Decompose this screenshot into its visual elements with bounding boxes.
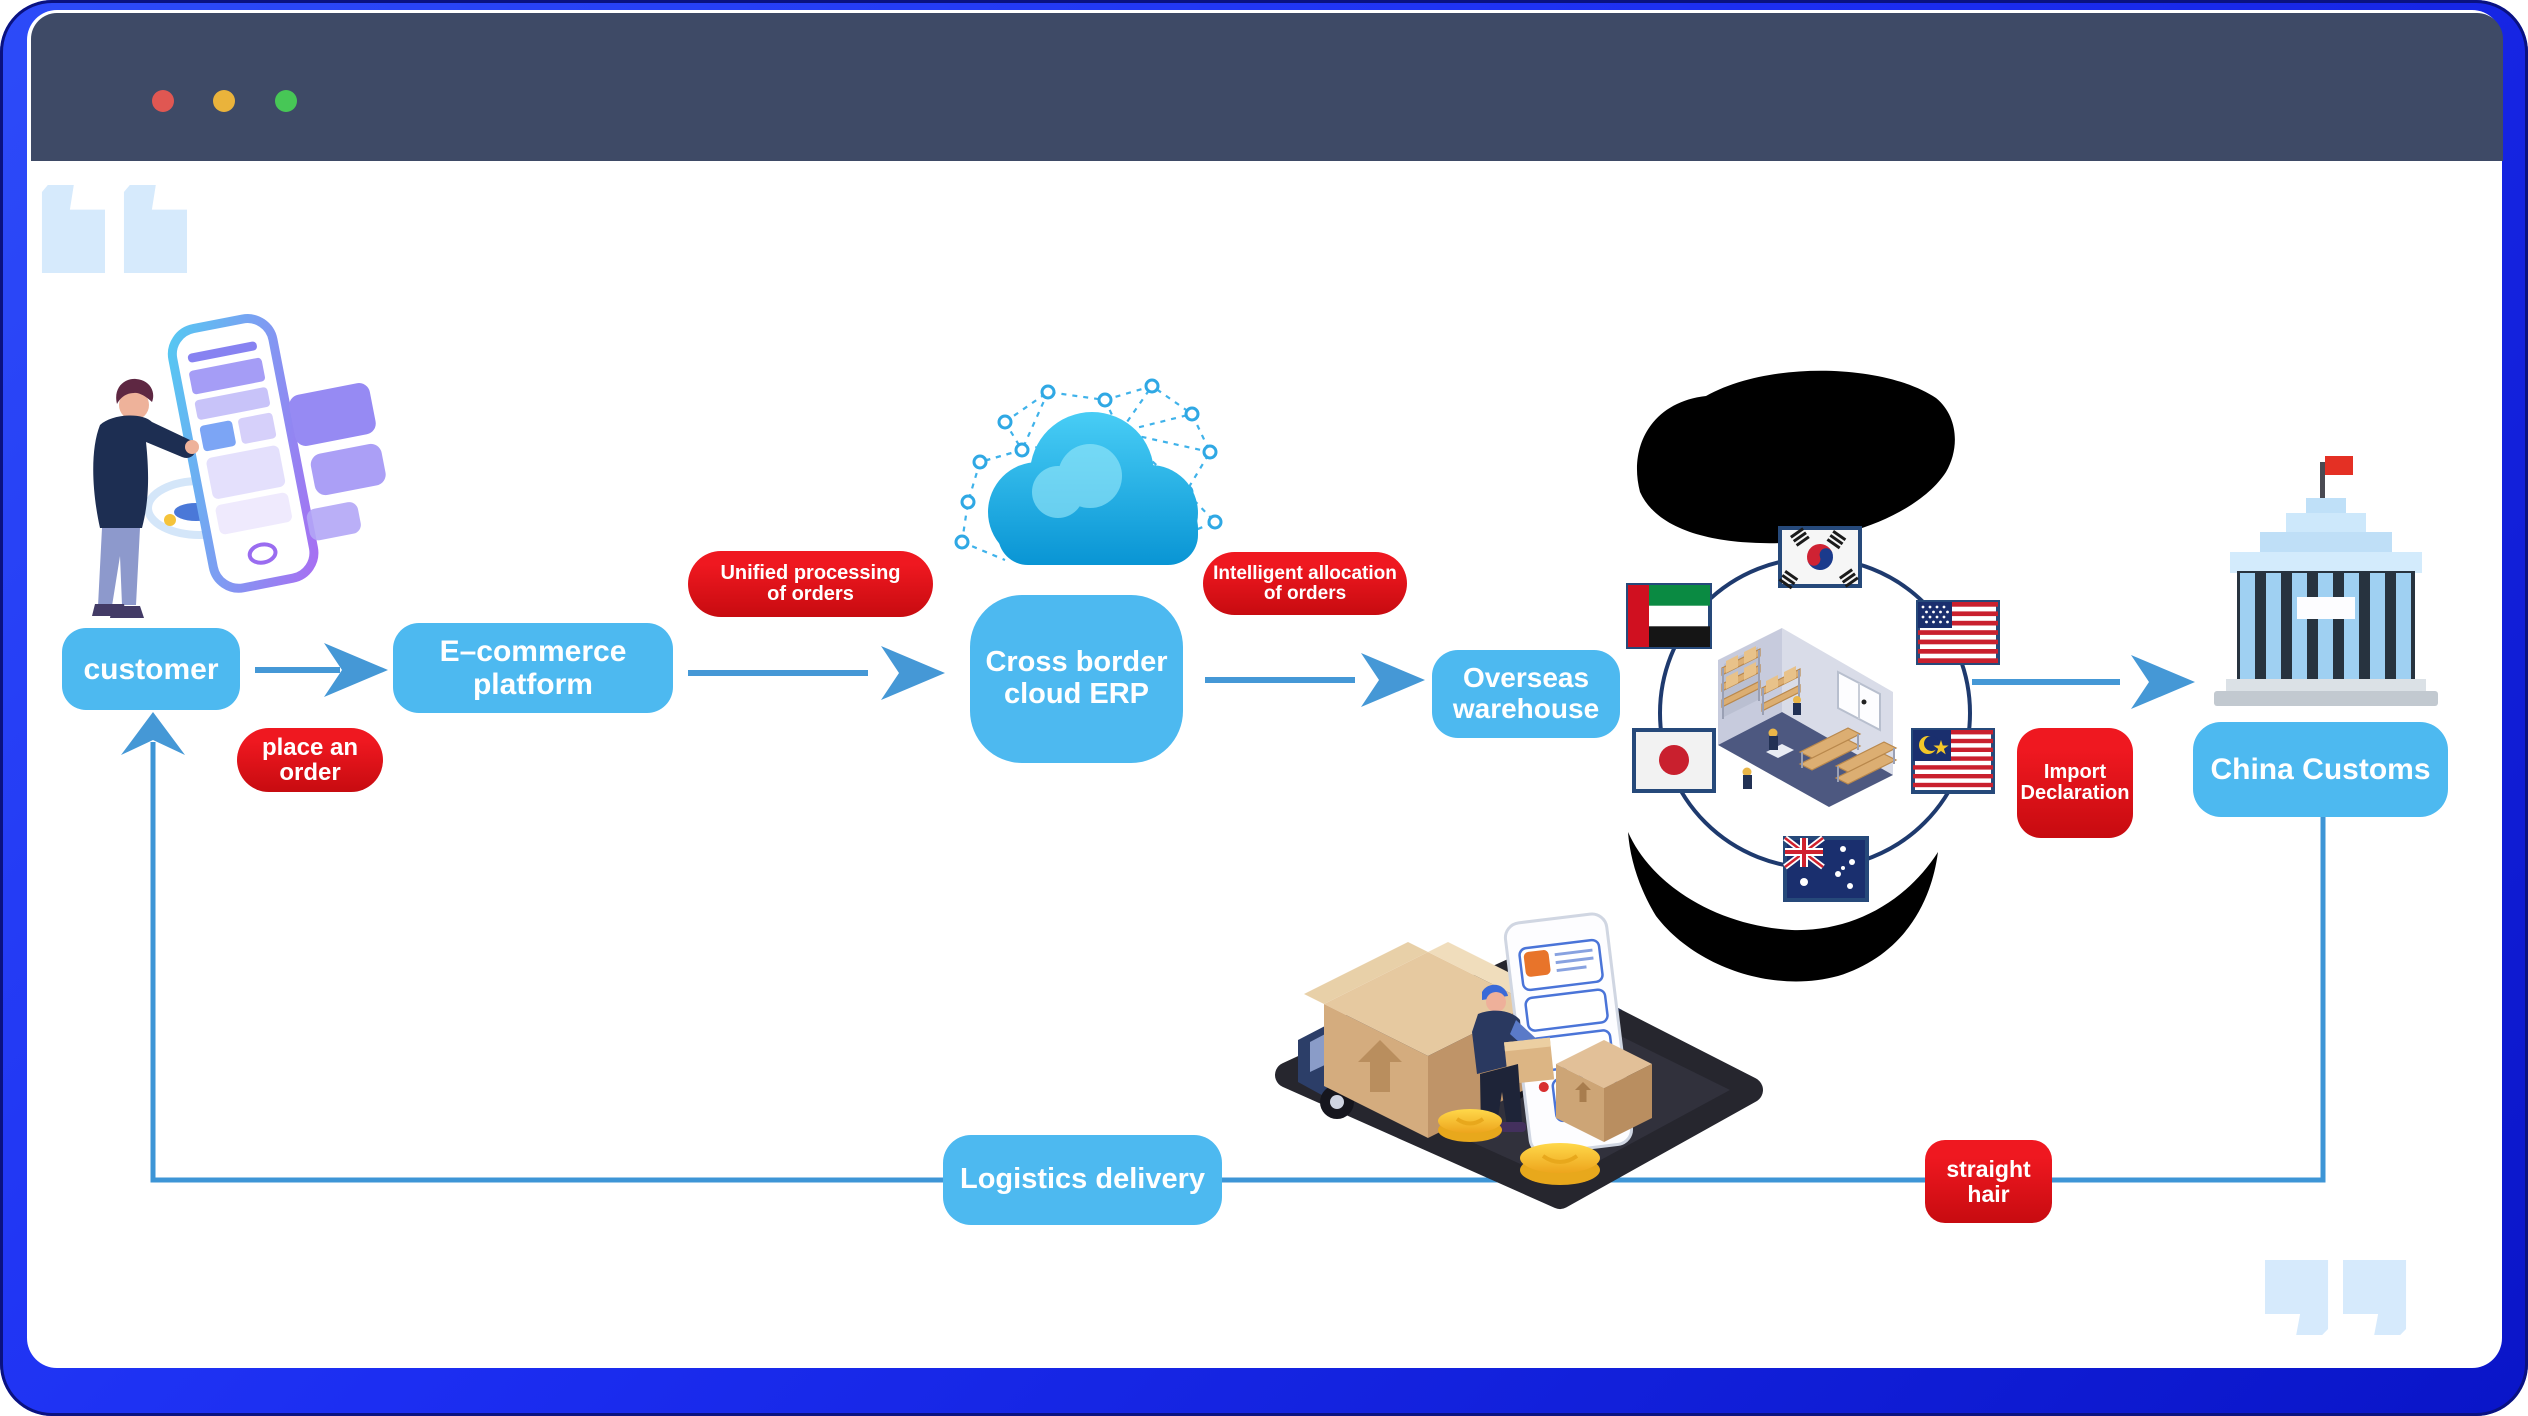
decorative-blob-bottom [1628,832,1938,982]
return-flow-line [150,742,2326,1183]
flag-malaysia-icon [1911,728,1995,794]
node-ecommerce-platform: E–commerce platform [393,623,673,713]
flag-uae-icon [1626,583,1712,649]
cloud-erp-network-illustration [954,378,1223,565]
warehouse-room-icon [1718,628,1898,807]
minimize-button-icon[interactable] [213,90,235,112]
edge-label-unified-processing: Unified processing of orders [688,551,933,617]
edge-label-place-an-order: place an order [237,728,383,792]
flow-arrows [255,643,2195,709]
edge-label-straight-hair: straight hair [1925,1140,2052,1223]
small-box-icon [1556,1040,1652,1142]
edge-label-import-declaration: Import Declaration [2017,728,2133,838]
node-cross-border-cloud-erp: Cross border cloud ERP [970,595,1183,763]
flag-japan-icon [1632,728,1716,793]
close-button-icon[interactable] [152,90,174,112]
flag-united-states-icon [1916,600,2000,665]
node-china-customs: China Customs [2193,722,2448,817]
edge-label-intelligent-allocation: Intelligent allocation of orders [1203,552,1407,615]
window-titlebar [31,13,2503,161]
flag-south-korea-icon [1778,526,1862,590]
customer-using-phone-illustration [92,314,386,618]
overseas-warehouse-cluster [1626,370,2000,982]
zoom-button-icon[interactable] [275,90,297,112]
decorative-blob-top [1636,370,1955,544]
return-arrowhead [121,712,185,755]
customer-person [92,378,199,618]
china-customs-building-icon [2214,456,2438,706]
flag-australia-icon [1783,835,1869,902]
coins-icon [1438,1109,1600,1185]
node-overseas-warehouse: Overseas warehouse [1432,650,1620,738]
node-logistics-delivery: Logistics delivery [943,1135,1222,1225]
node-customer: customer [62,628,240,710]
logistics-truck-delivery-illustration [1275,912,1763,1209]
